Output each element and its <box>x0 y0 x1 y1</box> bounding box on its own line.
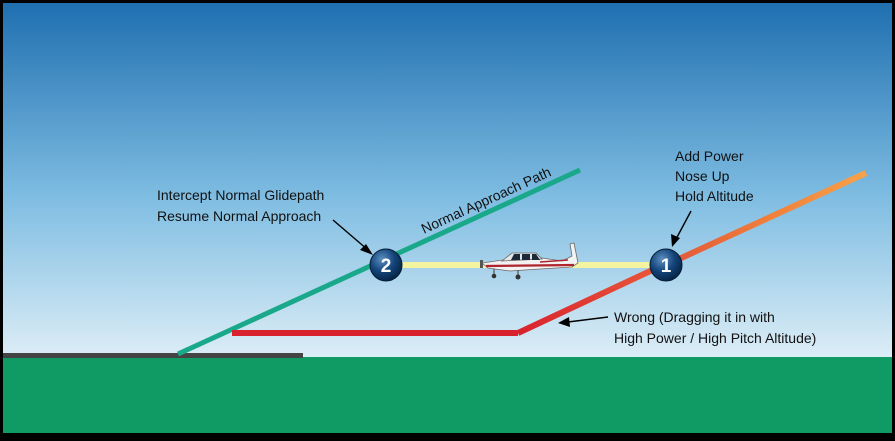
wrong-label-line2: High Power / High Pitch Altitude) <box>614 330 816 346</box>
intercept-label-line1: Intercept Normal Glidepath <box>157 187 324 203</box>
arrow-to-marker-2 <box>332 219 373 255</box>
marker-2-label: 2 <box>381 256 392 277</box>
marker-2: 2 <box>369 248 403 282</box>
intercept-label-line2: Resume Normal Approach <box>157 208 321 224</box>
climb-path <box>664 170 868 268</box>
arrow-to-marker-1 <box>671 210 692 247</box>
marker-1-label: 1 <box>661 256 672 277</box>
add-power-label-line3: Hold Altitude <box>675 188 754 204</box>
wrong-climb-path <box>516 262 665 336</box>
ground <box>3 357 892 433</box>
sky <box>3 3 892 357</box>
marker-1: 1 <box>649 248 683 282</box>
wrong-label-line1: Wrong (Dragging it in with <box>614 309 775 325</box>
airplane-icon <box>480 242 579 280</box>
add-power-label-line1: Add Power <box>675 148 744 164</box>
runway <box>3 353 303 358</box>
add-power-label-line2: Nose Up <box>675 168 730 184</box>
arrow-to-wrong-path <box>558 316 609 327</box>
